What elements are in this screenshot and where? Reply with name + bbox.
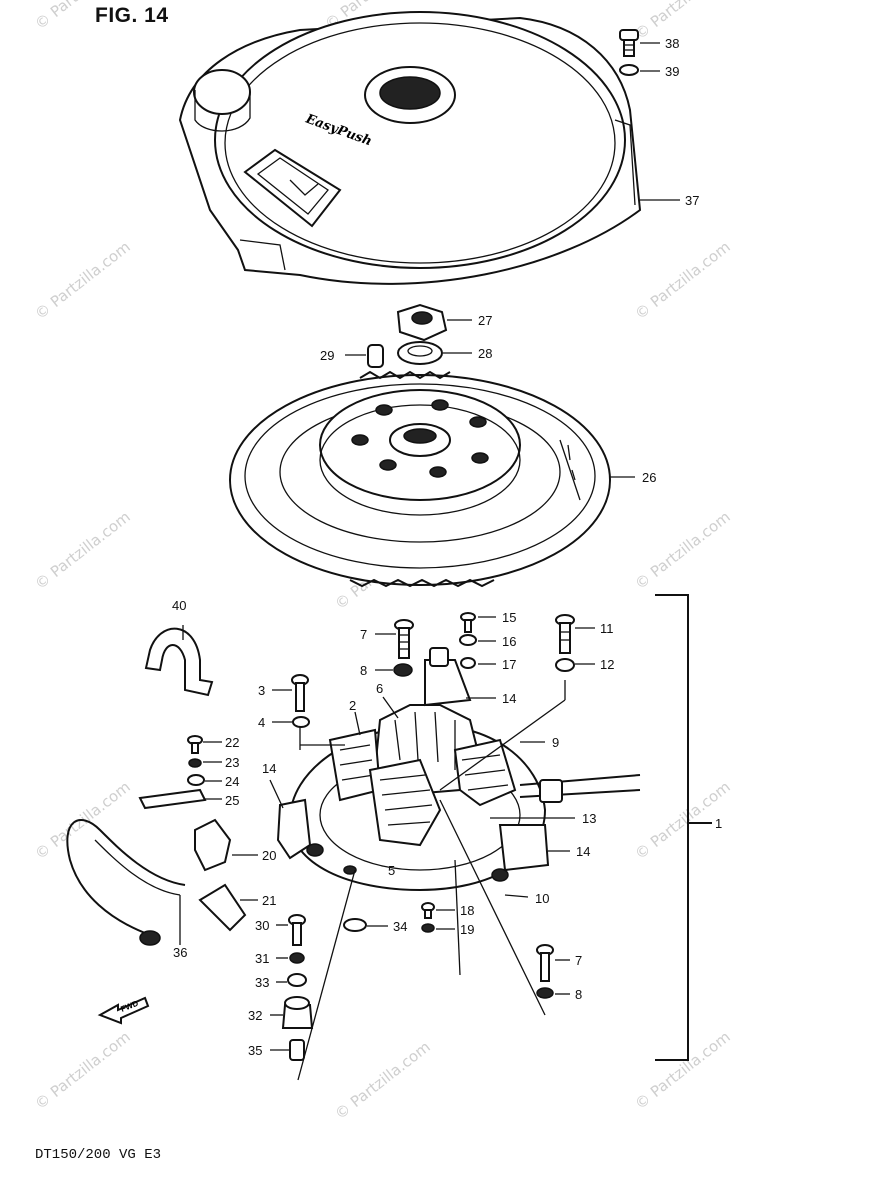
callout-34: 34 [393, 919, 407, 934]
callout-9: 9 [552, 735, 559, 750]
callout-8-bottom: 8 [575, 987, 582, 1002]
nut-27 [396, 303, 448, 342]
callout-11: 11 [600, 621, 614, 636]
callout-35: 35 [248, 1043, 262, 1058]
callout-13: 13 [582, 811, 596, 826]
washer-12 [555, 658, 575, 672]
flywheel-cover: EasyPush [178, 11, 642, 285]
washer-33 [287, 973, 307, 987]
washer-19 [421, 923, 435, 933]
callout-26: 26 [642, 470, 656, 485]
watermark: © Partzilla.com [31, 0, 133, 33]
callout-8-top: 8 [360, 663, 367, 678]
callout-14-b: 14 [262, 761, 276, 776]
screw-7-bottom [536, 944, 554, 982]
callout-7-bottom: 7 [575, 953, 582, 968]
washer-17 [460, 657, 476, 669]
assembly-bracket [655, 594, 712, 1061]
washer-31 [289, 952, 305, 964]
washer-24 [187, 774, 205, 786]
watermark: © Partzilla.com [631, 0, 733, 43]
screw-30 [288, 914, 306, 946]
screw-18 [421, 902, 435, 919]
watermark: © Partzilla.com [31, 1028, 133, 1113]
leader-lines [179, 42, 680, 1051]
clamp-40 [144, 627, 214, 697]
model-code: DT150/200 VG E3 [35, 1147, 162, 1163]
callout-19: 19 [460, 922, 474, 937]
figure-title: FIG. 14 [95, 4, 169, 27]
watermark: © Partzilla.com [331, 1038, 433, 1123]
callout-38: 38 [665, 36, 679, 51]
callout-20: 20 [262, 848, 276, 863]
watermark: © Partzilla.com [31, 238, 133, 323]
callout-labels: 1 2 3 4 5 6 7 7 8 8 9 10 11 12 13 14 14 … [172, 36, 722, 1058]
stator-assembly [276, 647, 641, 1081]
callout-33: 33 [255, 975, 269, 990]
callout-3: 3 [258, 683, 265, 698]
callout-22: 22 [225, 735, 239, 750]
callout-32: 32 [248, 1008, 262, 1023]
callout-30: 30 [255, 918, 269, 933]
watermark: © Partzilla.com [31, 508, 133, 593]
callout-18: 18 [460, 903, 474, 918]
callout-17: 17 [502, 657, 516, 672]
screw-15 [460, 612, 476, 633]
watermark: © Partzilla.com [631, 238, 733, 323]
washer-34 [343, 918, 367, 932]
wire-harness-36 [66, 819, 186, 946]
callout-6: 6 [376, 681, 383, 696]
washer-8-bottom [536, 987, 554, 999]
callout-10: 10 [535, 891, 549, 906]
washer-39 [619, 64, 639, 76]
cap-20 [194, 818, 232, 872]
key-29 [367, 344, 384, 368]
callout-14-a: 14 [502, 691, 516, 706]
callout-40: 40 [172, 598, 186, 613]
callout-24: 24 [225, 774, 239, 789]
callout-7-top: 7 [360, 627, 367, 642]
callout-12: 12 [600, 657, 614, 672]
callout-2: 2 [349, 698, 356, 713]
callout-39: 39 [665, 64, 679, 79]
callout-25: 25 [225, 793, 239, 808]
callout-31: 31 [255, 951, 269, 966]
callout-28: 28 [478, 346, 492, 361]
callout-5: 5 [388, 863, 395, 878]
callout-37: 37 [685, 193, 699, 208]
washer-16 [459, 634, 477, 646]
screw-11 [555, 614, 575, 654]
callout-21: 21 [262, 893, 276, 908]
grommet-32 [281, 996, 314, 1029]
callout-27: 27 [478, 313, 492, 328]
fwd-arrow-icon: FWD [97, 996, 150, 1025]
callout-29: 29 [320, 348, 334, 363]
washer-23 [188, 758, 202, 768]
plate-25 [138, 788, 207, 810]
collar-35 [289, 1039, 305, 1061]
callout-1: 1 [715, 816, 722, 831]
screw-22 [187, 735, 203, 754]
screw-3 [291, 674, 309, 712]
washer-8-top [393, 663, 413, 677]
flywheel-26 [229, 370, 611, 588]
callout-14-c: 14 [576, 844, 590, 859]
callout-4: 4 [258, 715, 265, 730]
screw-7-top [394, 619, 414, 659]
bolt-38 [619, 29, 639, 57]
watermark: © Partzilla.com [631, 1028, 733, 1113]
callout-23: 23 [225, 755, 239, 770]
callout-16: 16 [502, 634, 516, 649]
washer-28 [397, 341, 443, 365]
callout-15: 15 [502, 610, 516, 625]
callout-36: 36 [173, 945, 187, 960]
watermark: © Partzilla.com [631, 508, 733, 593]
connector-21 [198, 883, 247, 932]
washer-4 [292, 716, 310, 728]
